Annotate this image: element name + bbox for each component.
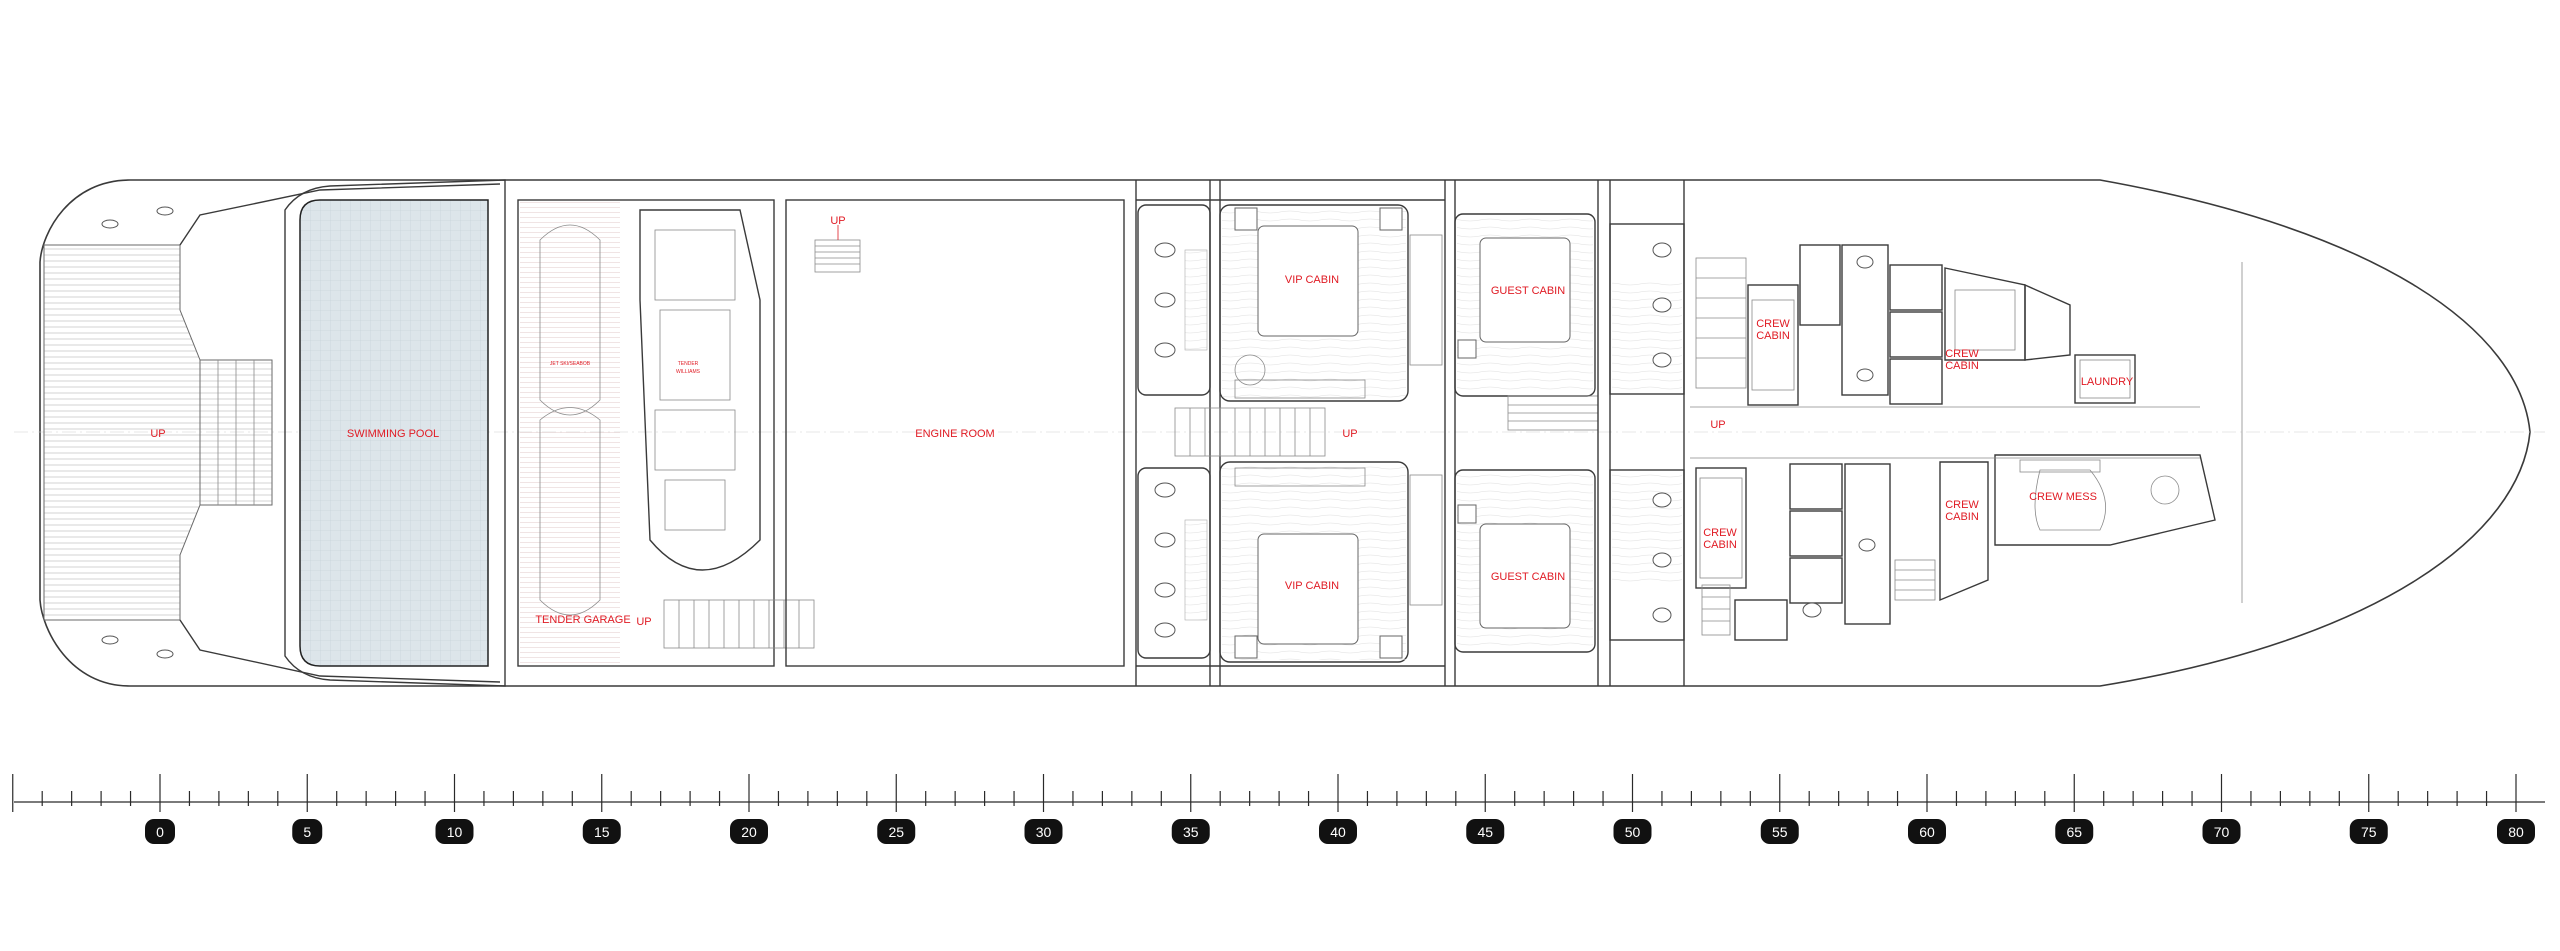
scale-label-10: 10 <box>435 819 474 844</box>
scale-label-80: 80 <box>2497 819 2535 844</box>
scale-label-text: 15 <box>594 824 610 840</box>
room-labels: UP SWIMMING POOL ENGINE ROOM UP TENDER G… <box>150 215 2133 628</box>
scale-label-pill <box>2202 819 2241 844</box>
scale-label-pill <box>1171 819 1210 844</box>
scale-label-text: 75 <box>2361 824 2377 840</box>
scale-label-text: 65 <box>2066 824 2082 840</box>
engine-room-label: ENGINE ROOM <box>915 428 994 440</box>
scale-label-pill <box>2497 819 2535 844</box>
crew-mess-label: CREW MESS <box>2029 491 2097 503</box>
scale-label-40: 40 <box>1319 819 1357 844</box>
vip-cabin-bottom-label: VIP CABIN <box>1285 580 1339 592</box>
scale-label-text: 25 <box>888 824 904 840</box>
scale-label-75: 75 <box>2349 819 2388 844</box>
scale-label-text: 30 <box>1036 824 1052 840</box>
swimming-pool <box>284 179 506 687</box>
crew-cabin-4-line-1: CREW <box>1945 499 1979 511</box>
scale-label-30: 30 <box>1024 819 1063 844</box>
engine-room-stairs <box>814 225 861 273</box>
crew-area <box>1690 244 2216 641</box>
tender-label-1: TENDER <box>678 361 699 367</box>
scale-label-0: 0 <box>145 819 175 844</box>
scale-label-text: 55 <box>1772 824 1788 840</box>
scale-label-text: 50 <box>1625 824 1641 840</box>
scale-label-text: 0 <box>156 824 164 840</box>
engine-room <box>785 180 1137 686</box>
tender-garage-label: TENDER GARAGE <box>535 614 630 626</box>
scale-label-5: 5 <box>292 819 323 844</box>
crew-cabin-1-line-2: CABIN <box>1756 330 1790 342</box>
scale-label-pill <box>877 819 916 844</box>
up-label-corridor: UP <box>1342 428 1357 440</box>
up-label-engine: UP <box>830 215 845 227</box>
laundry-label: LAUNDRY <box>2081 376 2134 388</box>
scale-label-pill <box>582 819 621 844</box>
scale-label-text: 20 <box>741 824 757 840</box>
garage-stairs <box>663 599 815 649</box>
central-stairs <box>1174 407 1326 457</box>
crew-cabin-1-line-1: CREW <box>1756 318 1790 330</box>
scale-label-text: 45 <box>1477 824 1493 840</box>
crew-cabin-4-line-2: CABIN <box>1945 511 1979 523</box>
scale-label-text: 60 <box>1919 824 1935 840</box>
scale-label-pill <box>1319 819 1357 844</box>
up-label-crew: UP <box>1710 419 1725 431</box>
scale-label-pill <box>1466 819 1505 844</box>
scale-label-15: 15 <box>582 819 621 844</box>
scale-label-pill <box>145 819 175 844</box>
scale-label-55: 55 <box>1760 819 1799 844</box>
crew-cabin-3-line-1: CREW <box>1703 527 1737 539</box>
scale-label-60: 60 <box>1908 819 1946 844</box>
scale-label-text: 80 <box>2508 824 2524 840</box>
scale-label-45: 45 <box>1466 819 1505 844</box>
scale-label-pill <box>1024 819 1063 844</box>
aft-deck <box>43 183 501 683</box>
guest-cabin-top-label: GUEST CABIN <box>1491 285 1565 297</box>
scale-label-50: 50 <box>1613 819 1652 844</box>
scale-label-pill <box>1908 819 1946 844</box>
guest-cabin-bottom-label: GUEST CABIN <box>1491 571 1565 583</box>
swimming-pool-label: SWIMMING POOL <box>347 428 439 440</box>
scale-label-pill <box>1760 819 1799 844</box>
scale-label-35: 35 <box>1171 819 1210 844</box>
crew-cabin-3-line-2: CABIN <box>1703 539 1737 551</box>
scale-label-pill <box>2349 819 2388 844</box>
scale-label-65: 65 <box>2055 819 2094 844</box>
scale-label-pill <box>2055 819 2094 844</box>
scale-label-pill <box>730 819 768 844</box>
up-label-garage: UP <box>636 616 651 628</box>
crew-cabin-2-line-1: CREW <box>1945 348 1979 360</box>
scale-label-text: 35 <box>1183 824 1199 840</box>
guest-accommodation <box>1136 180 1685 686</box>
jet-ski-label: JET SKI/SEABOB <box>550 361 591 367</box>
vip-cabin-top-label: VIP CABIN <box>1285 274 1339 286</box>
scale-label-25: 25 <box>877 819 916 844</box>
scale-label-pill <box>292 819 323 844</box>
scale-label-text: 10 <box>447 824 463 840</box>
scale-bar: 0 5 10 15 20 25 30 35 40 45 50 55 60 65 70 75 80 <box>12 774 2545 844</box>
scale-label-20: 20 <box>730 819 768 844</box>
scale-label-text: 70 <box>2214 824 2230 840</box>
scale-label-text: 5 <box>303 824 311 840</box>
scale-label-70: 70 <box>2202 819 2241 844</box>
crew-cabin-2-line-2: CABIN <box>1945 360 1979 372</box>
scale-label-pill <box>1613 819 1652 844</box>
tender-garage: JET SKI/SEABOB TENDER WILLIAMS <box>517 199 815 667</box>
scale-label-pill <box>435 819 474 844</box>
up-label-aft: UP <box>150 428 165 440</box>
tender-label-2: WILLIAMS <box>676 369 701 375</box>
scale-label-text: 40 <box>1330 824 1346 840</box>
